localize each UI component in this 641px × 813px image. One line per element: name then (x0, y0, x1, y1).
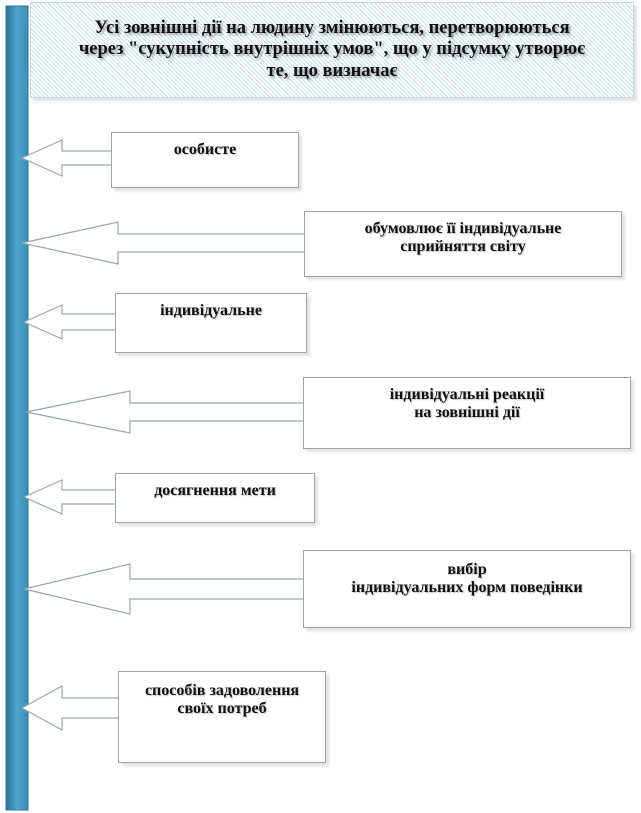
item-box-text: індивідуальне (160, 302, 262, 319)
item-box-individual: індивідуальне (115, 293, 307, 353)
item-box-text: способів задоволення (144, 682, 300, 699)
header-line-2: через "сукупність внутрішніх умов", що у… (78, 39, 586, 60)
arrow-goal (22, 479, 117, 515)
item-box-behavior: вибір індивідуальних форм поведінки (303, 550, 631, 628)
arrow-personal (20, 139, 113, 177)
item-box-needs: способів задоволення своїх потреб (118, 671, 326, 763)
item-box-goal: досягнення мети (115, 473, 315, 523)
item-box-text: досягнення мети (154, 482, 276, 499)
header-line-3: те, що визначає (266, 60, 398, 81)
item-box-text: сприйняття світу (400, 238, 526, 256)
item-box-text: на зовнішні дії (414, 404, 520, 422)
header-text: Усі зовнішні дії на людину змінюються, п… (79, 18, 585, 82)
vertical-bar (5, 5, 29, 811)
arrow-needs (20, 684, 120, 732)
item-box-text: індивідуальних форм поведінки (351, 579, 583, 597)
arrow-individual (22, 304, 117, 340)
item-box-perception: обумовлює її індивідуальне сприйняття св… (304, 211, 622, 277)
item-box-text: обумовлює її індивідуальне (364, 220, 562, 237)
item-box-personal: особисте (111, 132, 299, 188)
item-box-reactions: індивідуальні реакції на зовнішні дії (303, 377, 631, 449)
arrow-perception (21, 221, 306, 265)
item-box-text: особисте (173, 141, 237, 158)
header-line-1: Усі зовнішні дії на людину змінюються, п… (94, 18, 570, 39)
header-box: Усі зовнішні дії на людину змінюються, п… (30, 2, 634, 98)
arrow-behavior (23, 563, 305, 615)
item-box-text: індивідуальні реакції (389, 386, 545, 403)
item-box-text: вибір (447, 561, 487, 578)
item-box-text: своїх потреб (177, 700, 267, 718)
arrow-reactions (25, 390, 305, 434)
